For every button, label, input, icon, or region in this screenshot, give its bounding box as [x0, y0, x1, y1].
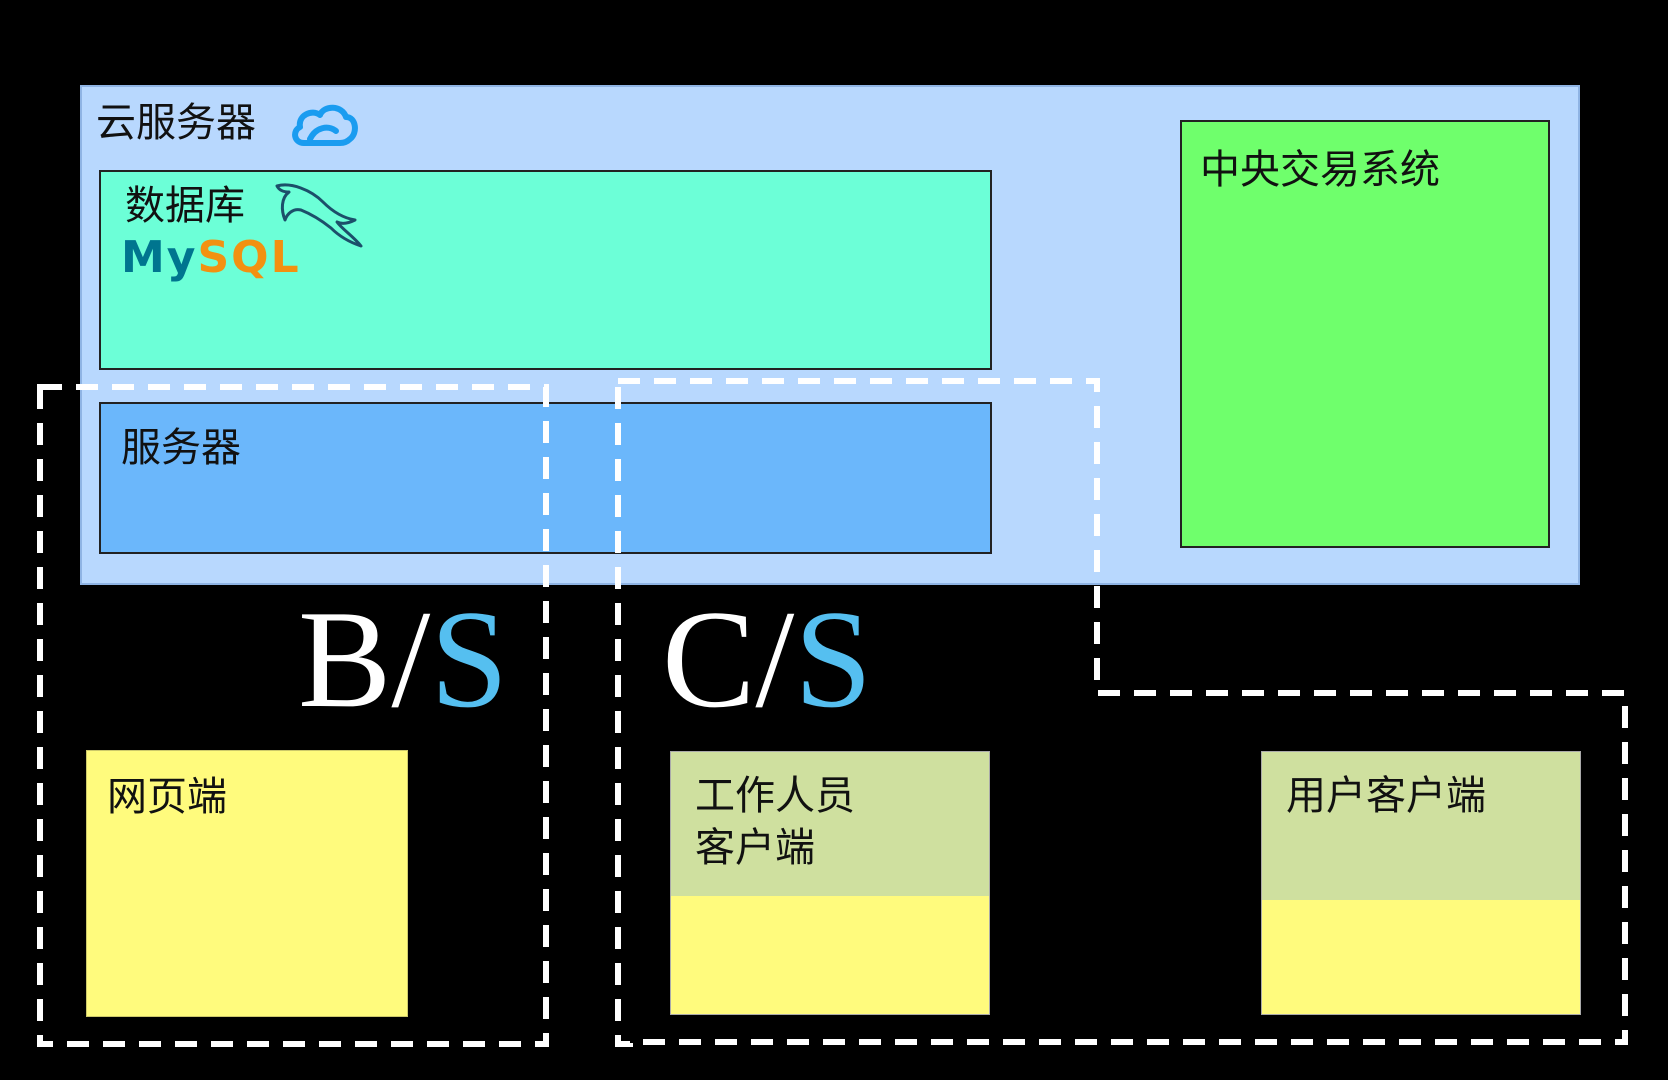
mysql-logo: MySQL	[121, 232, 301, 283]
user-client-label: 用户客户端	[1286, 773, 1486, 819]
web-client-label: 网页端	[107, 774, 227, 820]
bs-label-s: S	[430, 582, 509, 737]
cs-boundary	[615, 378, 1628, 1047]
staff-client-box: 工作人员 客户端	[670, 751, 990, 1015]
cloud-icon	[292, 104, 358, 146]
cs-label: C/S	[662, 590, 872, 730]
bs-boundary	[37, 384, 549, 1047]
central-trading-label: 中央交易系统	[1200, 147, 1440, 193]
staff-client-label-line1: 工作人员	[695, 773, 855, 819]
user-client-header	[1262, 752, 1580, 900]
staff-client-header	[671, 752, 989, 896]
user-client-box: 用户客户端	[1261, 751, 1581, 1015]
bs-label-prefix: B/	[298, 582, 431, 737]
staff-client-label-line2: 客户端	[695, 825, 815, 871]
cs-label-s: S	[794, 582, 873, 737]
cs-label-prefix: C/	[662, 582, 795, 737]
web-client-box: 网页端	[86, 750, 408, 1017]
dolphin-icon	[275, 183, 363, 248]
central-trading-box: 中央交易系统	[1180, 120, 1550, 548]
server-label: 服务器	[121, 425, 241, 471]
cloud-server-label: 云服务器	[96, 100, 256, 146]
database-label: 数据库	[125, 183, 245, 229]
database-box: 数据库 MySQL	[99, 170, 992, 370]
bs-label: B/S	[298, 590, 508, 730]
